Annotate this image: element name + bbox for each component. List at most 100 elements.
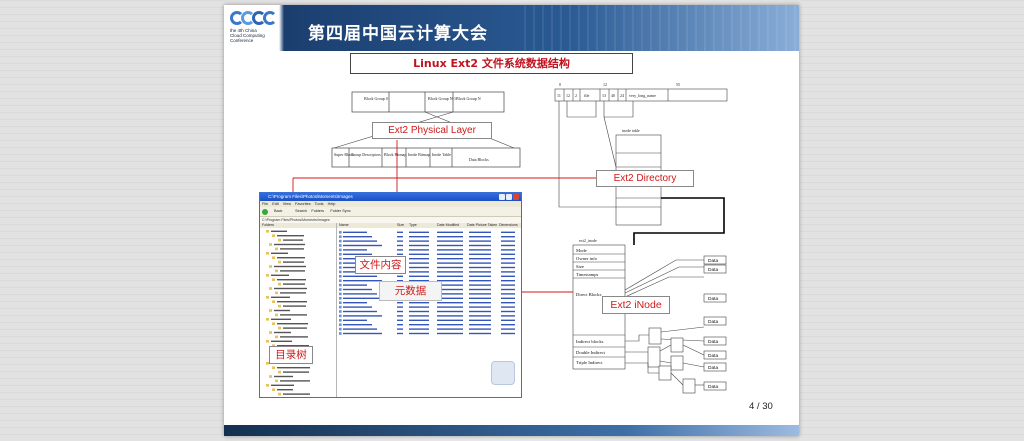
file-icon[interactable]	[339, 332, 342, 335]
folder-icon[interactable]	[272, 322, 275, 325]
file-icon[interactable]	[339, 253, 342, 256]
menu-help[interactable]: Help	[328, 202, 336, 206]
folder-icon[interactable]	[278, 371, 281, 374]
folder-tree-item[interactable]	[283, 393, 310, 394]
folder-icon[interactable]	[278, 261, 281, 264]
search-button[interactable]: Search	[295, 209, 307, 213]
folder-tree-item[interactable]	[280, 270, 305, 271]
folder-tree-item[interactable]	[280, 248, 304, 249]
folder-tree-item[interactable]	[274, 376, 293, 377]
folder-tree-item[interactable]	[283, 327, 307, 328]
menu-favorites[interactable]: Favorites	[295, 202, 311, 206]
folder-tree-item[interactable]	[271, 319, 291, 320]
file-icon[interactable]	[339, 284, 342, 287]
folder-tree-item[interactable]	[271, 297, 290, 298]
folder-tree-item[interactable]	[283, 305, 306, 306]
file-icon[interactable]	[339, 240, 342, 243]
folder-icon[interactable]	[275, 380, 278, 383]
column-dimensions[interactable]: Dimensions	[499, 223, 518, 227]
file-icon[interactable]	[339, 293, 342, 296]
folder-icon[interactable]	[266, 230, 269, 233]
file-icon[interactable]	[339, 319, 342, 322]
folder-icon[interactable]	[272, 366, 275, 369]
folder-tree-item[interactable]	[271, 341, 292, 342]
column-date-picture-taken[interactable]: Date Picture Taken	[467, 223, 499, 228]
folder-tree-item[interactable]	[274, 310, 290, 311]
folder-icon[interactable]	[266, 318, 269, 321]
folder-tree-item[interactable]	[280, 314, 307, 315]
folder-icon[interactable]	[278, 239, 281, 242]
folder-tree-item[interactable]	[280, 336, 308, 337]
file-icon[interactable]	[339, 288, 342, 291]
folder-icon[interactable]	[272, 300, 275, 303]
folder-tree-item[interactable]	[283, 283, 305, 284]
maximize-icon[interactable]	[506, 194, 512, 200]
folder-tree-item[interactable]	[271, 253, 288, 254]
folder-icon[interactable]	[272, 388, 275, 391]
folder-icon[interactable]	[275, 270, 278, 273]
folder-tree-item[interactable]	[277, 257, 305, 258]
folder-icon[interactable]	[266, 340, 269, 343]
menu-file[interactable]: File	[262, 202, 268, 206]
file-icon[interactable]	[339, 279, 342, 282]
close-icon[interactable]	[513, 194, 519, 200]
folder-tree-item[interactable]	[277, 235, 304, 236]
folder-tree-item[interactable]	[283, 261, 304, 262]
folder-tree-item[interactable]	[277, 301, 307, 302]
back-arrow-icon[interactable]	[262, 209, 268, 215]
folder-tree-item[interactable]	[274, 266, 306, 267]
file-icon[interactable]	[339, 297, 342, 300]
column-type[interactable]: Type	[409, 223, 437, 228]
folder-icon[interactable]	[275, 248, 278, 251]
folder-tree-item[interactable]	[274, 288, 307, 289]
file-icon[interactable]	[339, 257, 342, 260]
folder-icon[interactable]	[278, 305, 281, 308]
file-icon[interactable]	[339, 315, 342, 318]
folder-icon[interactable]	[269, 287, 272, 290]
folder-icon[interactable]	[275, 314, 278, 317]
file-icon[interactable]	[339, 306, 342, 309]
folder-tree-item[interactable]	[271, 385, 294, 386]
folder-icon[interactable]	[269, 243, 272, 246]
folder-tree-item[interactable]	[283, 239, 303, 240]
column-date-modified[interactable]: Date Modified	[437, 223, 467, 228]
file-icon[interactable]	[339, 262, 342, 265]
folder-icon[interactable]	[266, 296, 269, 299]
menu-view[interactable]: View	[283, 202, 291, 206]
file-icon[interactable]	[339, 275, 342, 278]
folder-icon[interactable]	[266, 384, 269, 387]
file-icon[interactable]	[339, 271, 342, 274]
menu-tools[interactable]: Tools	[315, 202, 324, 206]
column-name[interactable]: Name	[337, 223, 397, 228]
folder-icon[interactable]	[272, 278, 275, 281]
folder-icon[interactable]	[275, 336, 278, 339]
folder-sync-button[interactable]: Folder Sync	[330, 209, 350, 213]
file-icon[interactable]	[339, 266, 342, 269]
file-icon[interactable]	[339, 244, 342, 247]
folder-icon[interactable]	[272, 234, 275, 237]
folder-icon[interactable]	[272, 256, 275, 259]
file-icon[interactable]	[339, 231, 342, 234]
folder-tree-item[interactable]	[271, 231, 287, 232]
folder-icon[interactable]	[269, 309, 272, 312]
folder-tree-item[interactable]	[277, 367, 310, 368]
folder-tree-item[interactable]	[277, 279, 306, 280]
folders-button[interactable]: Folders	[311, 209, 324, 213]
folder-tree-item[interactable]	[277, 323, 308, 324]
folder-icon[interactable]	[266, 274, 269, 277]
column-size[interactable]: Size	[397, 223, 409, 228]
file-icon[interactable]	[339, 323, 342, 326]
folder-icon[interactable]	[278, 283, 281, 286]
folder-icon[interactable]	[269, 331, 272, 334]
menu-edit[interactable]: Edit	[272, 202, 279, 206]
folder-tree-item[interactable]	[277, 389, 293, 390]
folder-tree-item[interactable]	[283, 371, 309, 372]
file-icon[interactable]	[339, 301, 342, 304]
file-icon[interactable]	[339, 328, 342, 331]
minimize-icon[interactable]	[499, 194, 505, 200]
folder-tree-item[interactable]	[274, 332, 291, 333]
file-icon[interactable]	[339, 310, 342, 313]
folder-icon[interactable]	[275, 292, 278, 295]
folder-tree-item[interactable]	[280, 292, 306, 293]
folder-icon[interactable]	[266, 252, 269, 255]
